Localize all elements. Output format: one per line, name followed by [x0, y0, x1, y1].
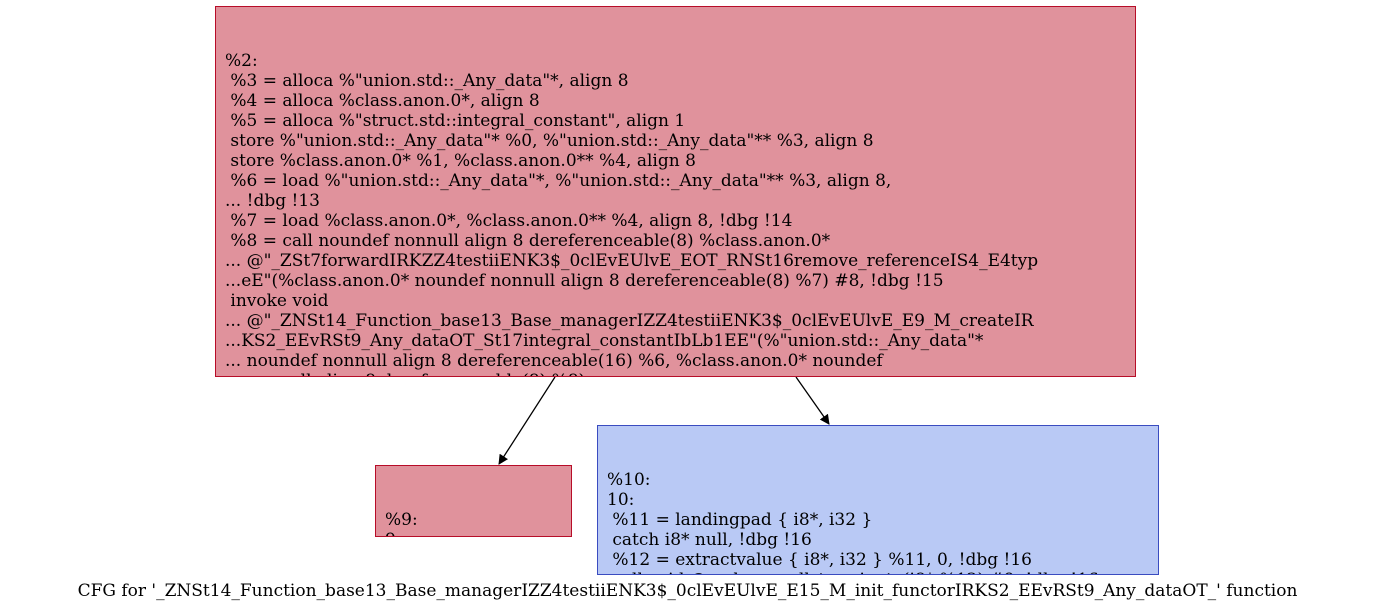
node-entry-lines: %2: %3 = alloca %"union.std::_Any_data"*… [225, 51, 1135, 376]
code-line: store %class.anon.0* %1, %class.anon.0**… [225, 151, 696, 171]
code-line: %10: [607, 470, 651, 490]
code-line: 9: [385, 530, 571, 536]
code-line: 10: [607, 490, 635, 510]
node-entry-block[interactable]: %2: %3 = alloca %"union.std::_Any_data"*… [215, 6, 1136, 377]
code-line: %8 = call noundef nonnull align 8 derefe… [225, 231, 831, 251]
code-line: %11 = landingpad { i8*, i32 } [607, 510, 873, 530]
code-line: catch i8* null, !dbg !16 [607, 530, 812, 550]
code-line: %5 = alloca %"struct.std::integral_const… [225, 111, 686, 131]
code-line: %7 = load %class.anon.0*, %class.anon.0*… [225, 211, 793, 231]
edge-entry-to-ret [498, 376, 556, 465]
code-line: ... noundef nonnull align 8 dereferencea… [225, 351, 883, 371]
node-block-9-lines: %9:9: ret void, !dbg !17 [385, 510, 571, 536]
code-line: ... !dbg !13 [225, 191, 320, 211]
code-line: ... @"_ZSt7forwardIRKZZ4testiiENK3$_0clE… [225, 251, 1039, 271]
edge-entry-to-landing [795, 376, 830, 425]
code-line: %6 = load %"union.std::_Any_data"*, %"un… [225, 171, 892, 191]
graph-caption: CFG for '_ZNSt14_Function_base13_Base_ma… [77, 581, 1298, 601]
code-line: store %"union.std::_Any_data"* %0, %"uni… [225, 131, 874, 151]
code-line: %12 = extractvalue { i8*, i32 } %11, 0, … [607, 550, 1032, 570]
code-line: ...eE"(%class.anon.0* noundef nonnull al… [225, 271, 944, 291]
code-line: invoke void [225, 291, 329, 311]
code-line: %2: [225, 51, 258, 71]
code-line: %9: [385, 510, 418, 530]
code-line: ... nonnull align 8 dereferenceable(8) %… [225, 371, 1135, 376]
code-line: ...KS2_EEvRSt9_Any_dataOT_St17integral_c… [225, 331, 984, 351]
code-line: %3 = alloca %"union.std::_Any_data"*, al… [225, 71, 629, 91]
code-line: %4 = alloca %class.anon.0*, align 8 [225, 91, 540, 111]
node-block-10-lines: %10:10: %11 = landingpad { i8*, i32 } ca… [607, 470, 1158, 574]
code-line: call void @__clang_call_terminate(i8* %1… [607, 570, 1158, 574]
node-block-9[interactable]: %9:9: ret void, !dbg !17 [375, 465, 572, 537]
code-line: ... @"_ZNSt14_Function_base13_Base_manag… [225, 311, 1034, 331]
node-block-10[interactable]: %10:10: %11 = landingpad { i8*, i32 } ca… [597, 425, 1159, 575]
